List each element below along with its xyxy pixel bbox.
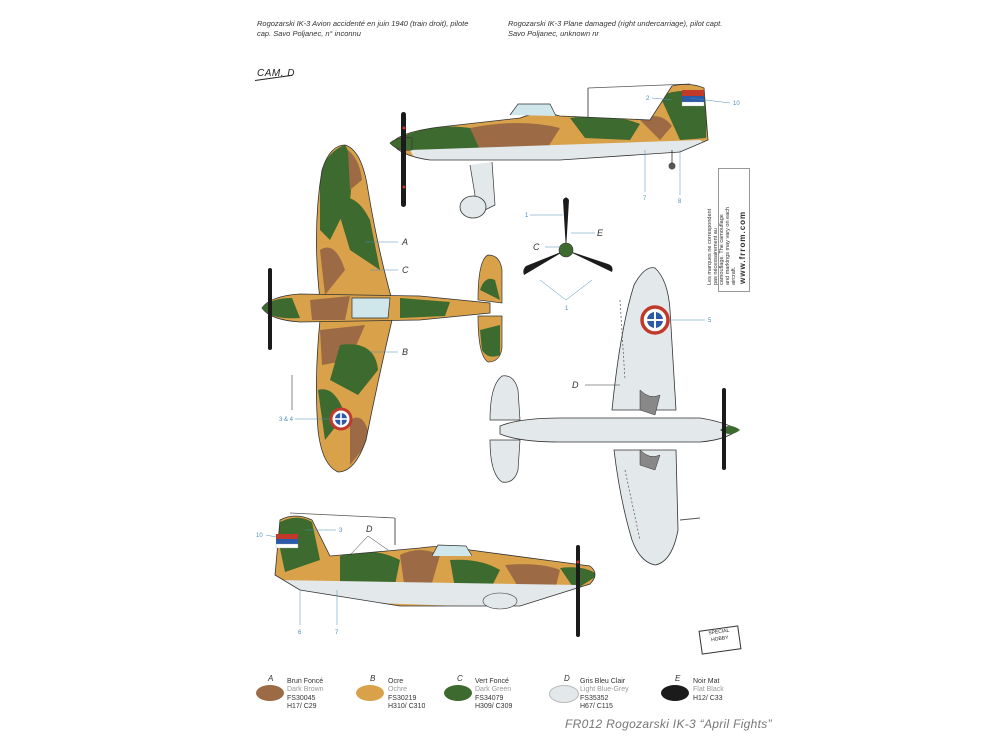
swatch-letter-e: E [675, 674, 681, 683]
swatch-letter-b: B [370, 674, 376, 683]
swatch-dark-green [444, 685, 472, 701]
letter-c-prop: C [533, 242, 540, 252]
website-text: www.frrom.com [738, 210, 747, 284]
side-view-upper: 10 2 7 8 [389, 83, 740, 219]
letter-e: E [597, 228, 604, 238]
letter-b-top: B [402, 347, 408, 357]
callout-2-top: 2 [646, 96, 650, 102]
callout-7-low: 7 [335, 630, 339, 636]
callout-3-4: 3 & 4 [279, 417, 294, 423]
sheet-title: FR012 Rogozarski IK-3 “April Fights” [565, 717, 772, 731]
callout-8-top: 8 [678, 199, 682, 205]
swatch-ochre [356, 685, 384, 701]
camouflage-tag: CAM. D [257, 68, 295, 79]
swatch-letter-a: A [268, 674, 274, 683]
swatch-dark-brown [256, 685, 284, 701]
callout-10-low: 10 [256, 533, 263, 539]
swatch-flat-black [661, 685, 689, 701]
propeller-front-view: 1 1 E C [523, 197, 613, 312]
callout-7-top: 7 [643, 196, 647, 202]
caption-english: Rogozarski IK-3 Plane damaged (right und… [508, 19, 723, 38]
letter-d-low: D [366, 524, 373, 534]
side-view-lower: 10 3 D 6 7 [256, 512, 596, 637]
plan-view-upper: A C B 3 & 4 [261, 144, 503, 473]
callout-10-top: 10 [733, 101, 740, 107]
swatch-light-blue-grey [549, 685, 579, 703]
callout-5: 5 [708, 318, 712, 324]
callout-3-low: 3 [339, 528, 343, 534]
caption-french: Rogozarski IK-3 Avion accidenté en juin … [257, 19, 469, 38]
swatch-letter-d: D [564, 674, 570, 683]
callout-1-prop: 1 [525, 213, 529, 219]
callout-1-prop-low: 1 [565, 306, 569, 312]
letter-c-top: C [402, 265, 409, 275]
side-note-frame [718, 168, 750, 292]
side-note-text: Les marques ne correspondent pas nécessa… [707, 207, 737, 285]
callout-6-low: 6 [298, 630, 302, 636]
letter-d-under: D [572, 380, 579, 390]
letter-a-top: A [401, 237, 408, 247]
swatch-letter-c: C [457, 674, 463, 683]
plan-view-underside: 5 D [489, 267, 740, 566]
